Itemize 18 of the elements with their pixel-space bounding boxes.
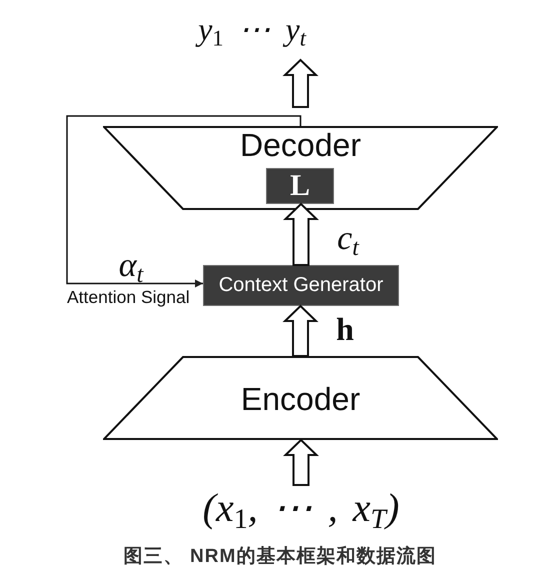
trapezoid-block	[103, 356, 498, 440]
input-formula: (x$_{1}$, ⋯ , x$_{T}$)	[180, 485, 422, 533]
block-arrow	[283, 202, 319, 266]
block-title: Decoder	[240, 126, 361, 164]
block-arrow	[282, 304, 318, 357]
signal-label: Attention Signal	[67, 287, 190, 308]
block-arrow	[283, 438, 319, 486]
output-formula: y$_{1}$ ⋯ y$_{t}$	[166, 8, 338, 60]
layer-box: L	[266, 168, 334, 204]
edge-label: h	[336, 313, 354, 345]
trapezoid-block	[103, 126, 498, 210]
figure-caption: 图三、 NRM的基本框架和数据流图	[124, 546, 436, 569]
block-title: Encoder	[240, 380, 360, 418]
edge-label: α$_{t}$	[118, 249, 144, 283]
edge-label: c$_{t}$	[337, 222, 359, 256]
process-box: Context Generator	[203, 265, 399, 306]
block-arrow	[282, 58, 318, 108]
connector-arrow	[66, 115, 302, 288]
